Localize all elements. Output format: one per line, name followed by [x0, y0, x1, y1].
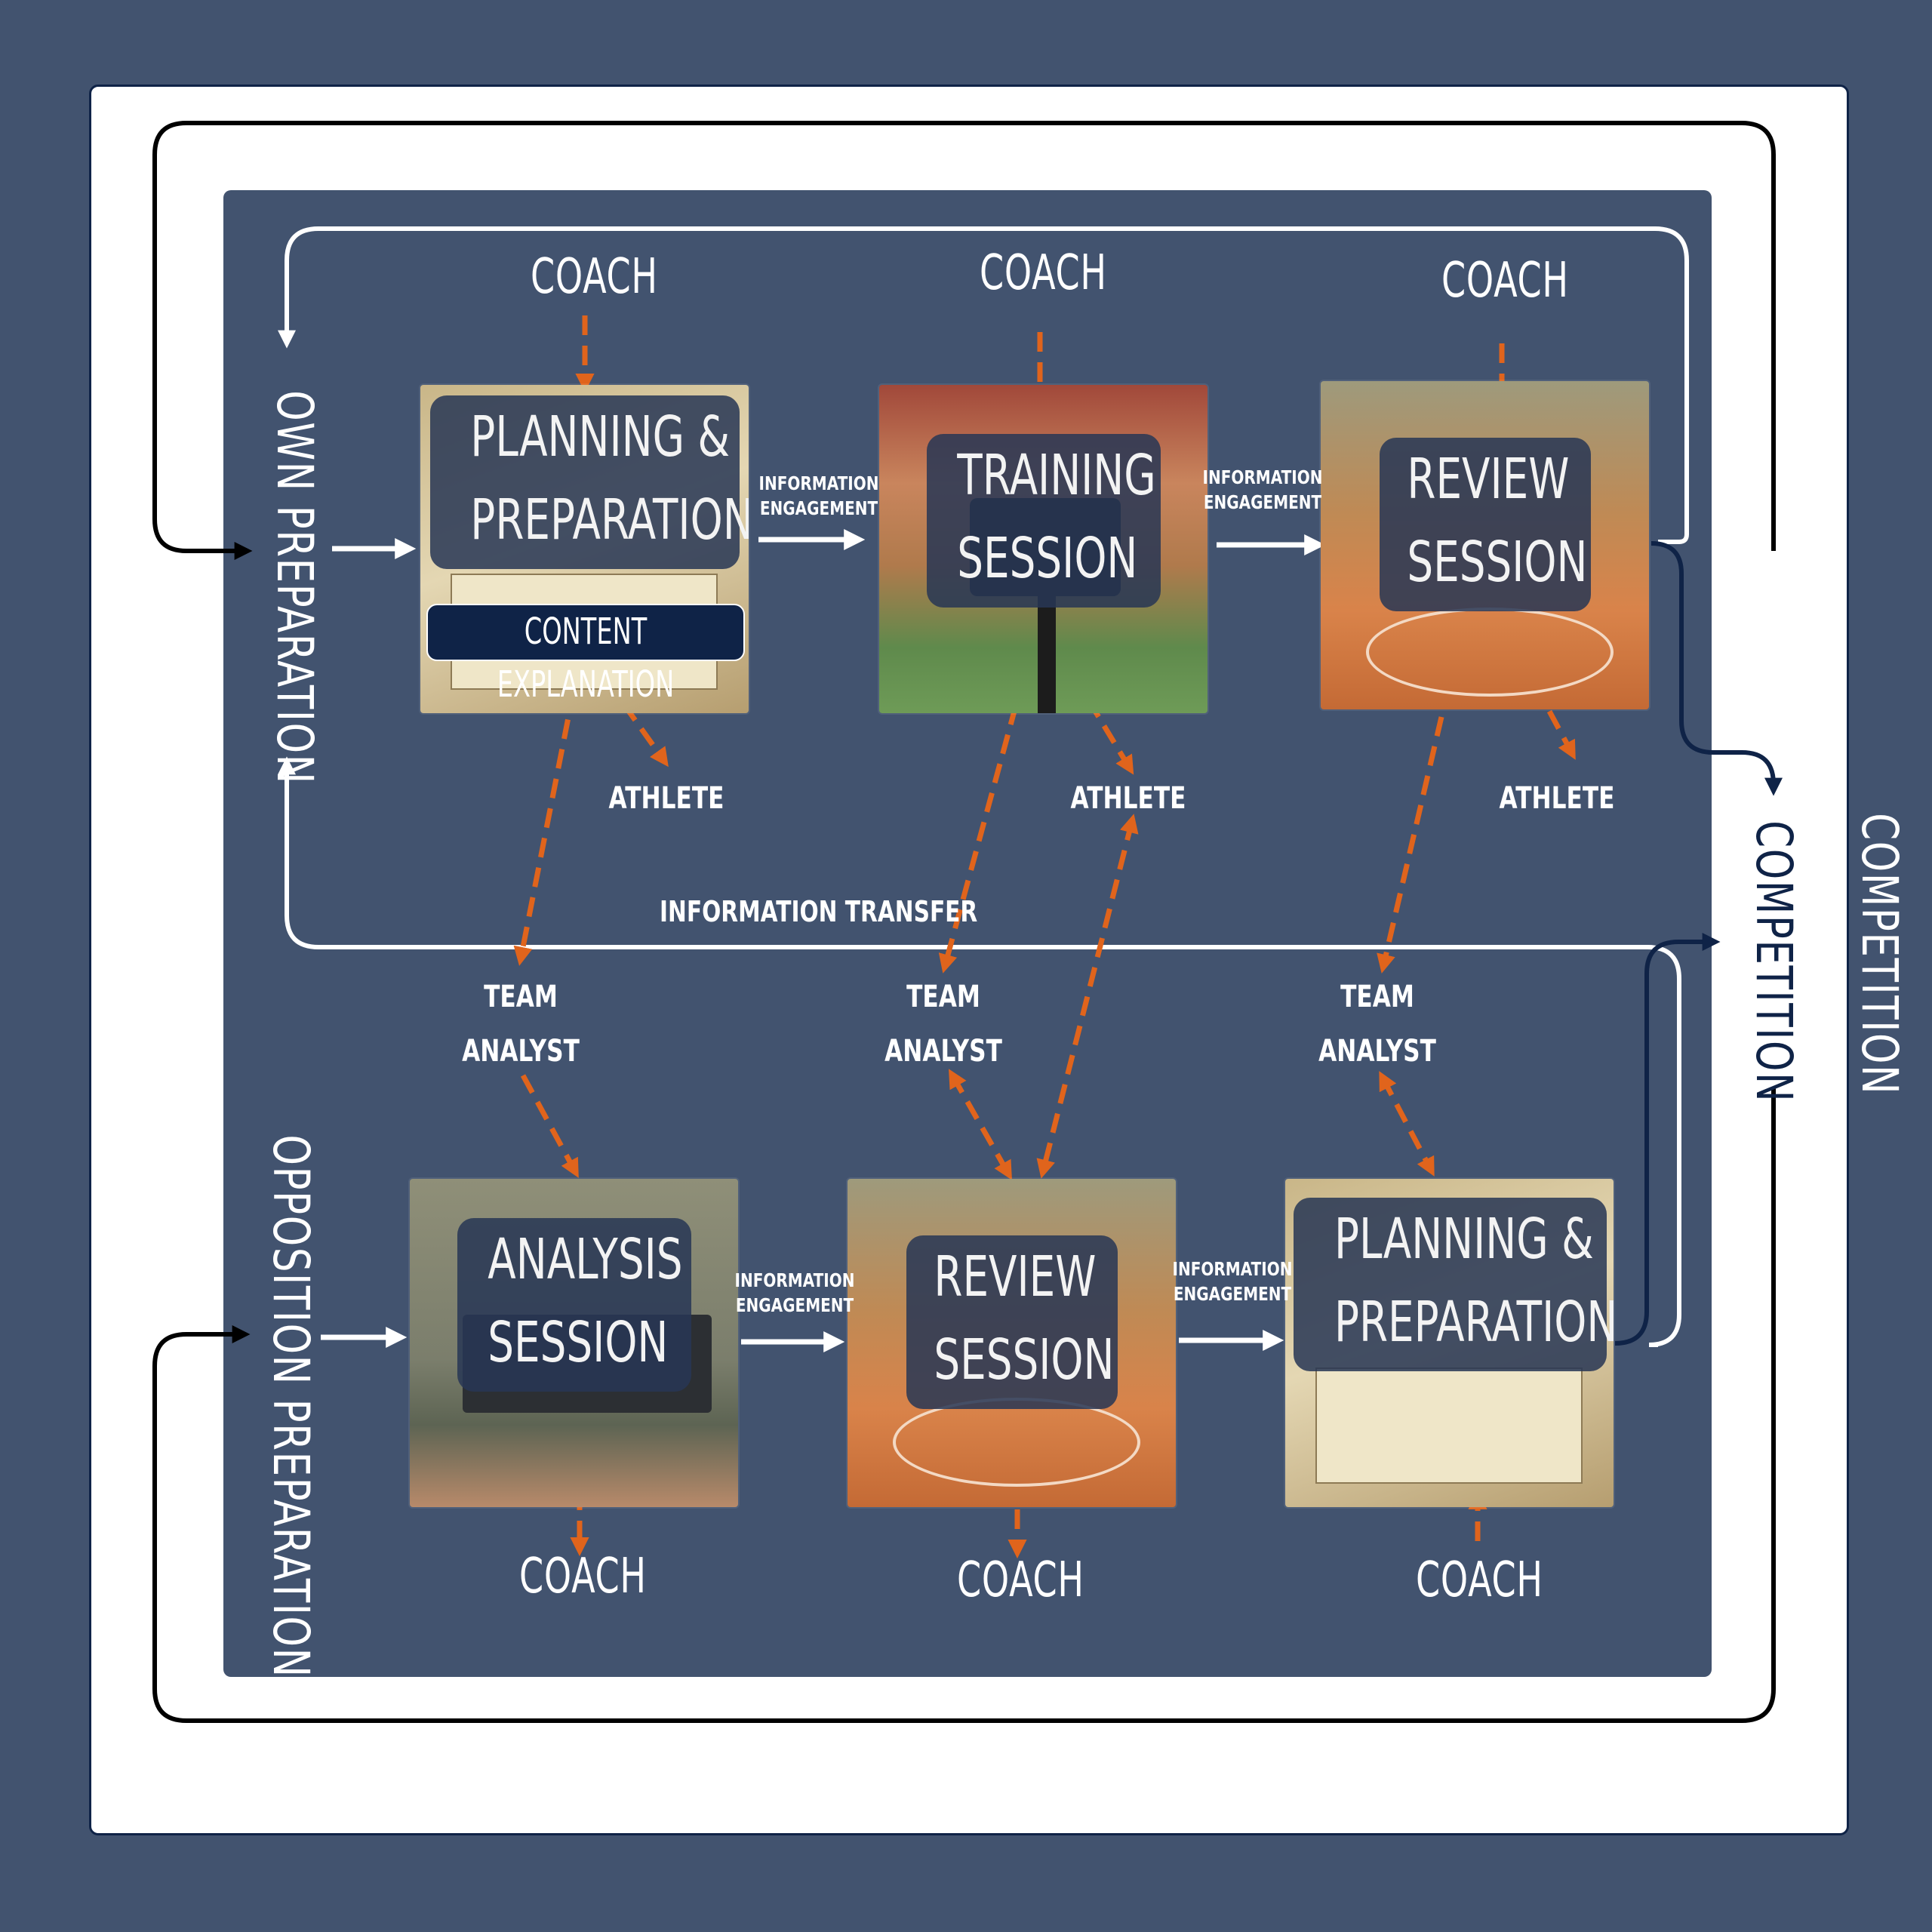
engagement-bottom-1-line1: INFORMATION: [734, 1269, 855, 1291]
training-title-line2: SESSION: [956, 526, 1137, 591]
review-circle-floor: [1366, 608, 1614, 697]
analyst-label-3: TEAM ANALYST: [1318, 970, 1436, 1078]
engagement-bottom-2: INFORMATION ENGAGEMENT: [1172, 1257, 1293, 1306]
review-card-bottom: REVIEW SESSION: [848, 1179, 1176, 1507]
coach-label-bottom-3: COACH: [1416, 1552, 1543, 1608]
review-bottom-floor: [893, 1398, 1140, 1487]
engagement-bottom-1-line2: ENGAGEMENT: [735, 1294, 854, 1316]
coach-label-bottom-2: COACH: [957, 1552, 1084, 1608]
own-loop: [278, 226, 1689, 544]
info-transfer-label: INFORMATION TRANSFER: [660, 895, 978, 928]
coach-label-top-1: COACH: [531, 249, 658, 305]
engagement-bottom-2-line1: INFORMATION: [1172, 1258, 1293, 1280]
engagement-top-2: INFORMATION ENGAGEMENT: [1202, 465, 1323, 515]
athlete-label-1: ATHLETE: [608, 781, 724, 816]
analyst-3-line2: ANALYST: [1318, 1034, 1436, 1069]
athlete-label-3: ATHLETE: [1499, 781, 1615, 816]
engagement-top-2-line2: ENGAGEMENT: [1203, 491, 1322, 513]
own-preparation-label: OWN PREPARATION: [266, 390, 324, 785]
review-title-box-bottom: REVIEW SESSION: [906, 1235, 1118, 1409]
review-title-top-line1: REVIEW: [1406, 447, 1569, 512]
info-transfer-loop: [278, 756, 1681, 1347]
content-explanation-box: CONTENT EXPLANATION: [426, 604, 745, 706]
analyst-1-line1: TEAM: [484, 980, 558, 1014]
review-title-bottom-line1: REVIEW: [933, 1244, 1096, 1309]
engagement-top-2-line1: INFORMATION: [1202, 466, 1323, 488]
planning-to-analyst: [513, 660, 583, 966]
analyst-label-2: TEAM ANALYST: [884, 970, 1002, 1078]
analyst-label-1: TEAM ANALYST: [462, 970, 580, 1078]
competition-outer-label: COMPETITION: [1850, 813, 1909, 1096]
coach-label-top-2: COACH: [980, 245, 1107, 301]
analysis-title-line2: SESSION: [487, 1310, 668, 1375]
engagement-top-1-line1: INFORMATION: [758, 472, 879, 494]
analysis-title-box: ANALYSIS SESSION: [457, 1218, 691, 1392]
competition-inner-box: [1736, 804, 1811, 1087]
analyst-3-line1: TEAM: [1340, 980, 1414, 1014]
athlete-to-bottom-review: [1036, 814, 1139, 1179]
analyst-2-line2: ANALYST: [884, 1034, 1002, 1069]
training-card: TRAINING SESSION: [879, 385, 1208, 713]
analysis-title-line1: ANALYSIS: [487, 1227, 683, 1292]
training-title-box: TRAINING SESSION: [926, 434, 1161, 608]
content-explanation-label: CONTENT EXPLANATION: [497, 611, 675, 706]
review-card-top: REVIEW SESSION: [1321, 381, 1649, 709]
planning-title-line2: PREPARATION: [469, 488, 749, 552]
planning-card-top: PLANNING & PREPARATION CONTENT EXPLANATI…: [420, 385, 749, 713]
coach-label-bottom-1: COACH: [519, 1549, 647, 1604]
analyst-1-line2: ANALYST: [462, 1034, 580, 1069]
analyst-bottom-planning: [1379, 1071, 1435, 1177]
engagement-bottom-2-line2: ENGAGEMENT: [1173, 1283, 1292, 1305]
analyst-to-analysis: [520, 1074, 579, 1178]
analyst-bottom-review: [949, 1069, 1012, 1180]
review-to-analyst: [1377, 716, 1444, 974]
opposition-preparation-label: OPPOSITION PREPARATION: [262, 1134, 320, 1678]
planning-title-box-bottom: PLANNING & PREPARATION: [1293, 1198, 1614, 1371]
to-competition-bottom: [1614, 933, 1721, 1346]
review-title-bottom-line2: SESSION: [933, 1327, 1115, 1392]
analyst-2-line1: TEAM: [906, 980, 980, 1014]
engagement-top-1-line2: ENGAGEMENT: [759, 497, 878, 519]
to-competition-top: [1651, 541, 1783, 796]
planning-card-bottom: PLANNING & PREPARATION: [1285, 1179, 1614, 1507]
coach-label-top-3: COACH: [1441, 253, 1569, 309]
competition-inner-label: COMPETITION: [1745, 820, 1803, 1103]
planning-title-box: PLANNING & PREPARATION: [429, 395, 749, 569]
review-title-top-line2: SESSION: [1406, 530, 1588, 595]
analysis-card: ANALYSIS SESSION: [410, 1179, 738, 1507]
athlete-label-2: ATHLETE: [1070, 781, 1186, 816]
training-to-analyst: [938, 705, 1019, 974]
training-title-line1: TRAINING: [956, 443, 1156, 508]
planning-bottom-line1: PLANNING &: [1334, 1207, 1594, 1272]
engagement-bottom-1: INFORMATION ENGAGEMENT: [734, 1268, 855, 1318]
planning-bottom-line2: PREPARATION: [1334, 1290, 1614, 1355]
outer-loop-bottom: [152, 1087, 1776, 1723]
engagement-top-1: INFORMATION ENGAGEMENT: [758, 471, 879, 521]
planning-title-line1: PLANNING &: [469, 405, 730, 469]
outer-loop-top: [152, 121, 1776, 560]
tripod-silhouette: [1038, 596, 1056, 713]
planning-bottom-notebook: [1315, 1367, 1583, 1484]
review-title-box-top: REVIEW SESSION: [1379, 438, 1591, 611]
